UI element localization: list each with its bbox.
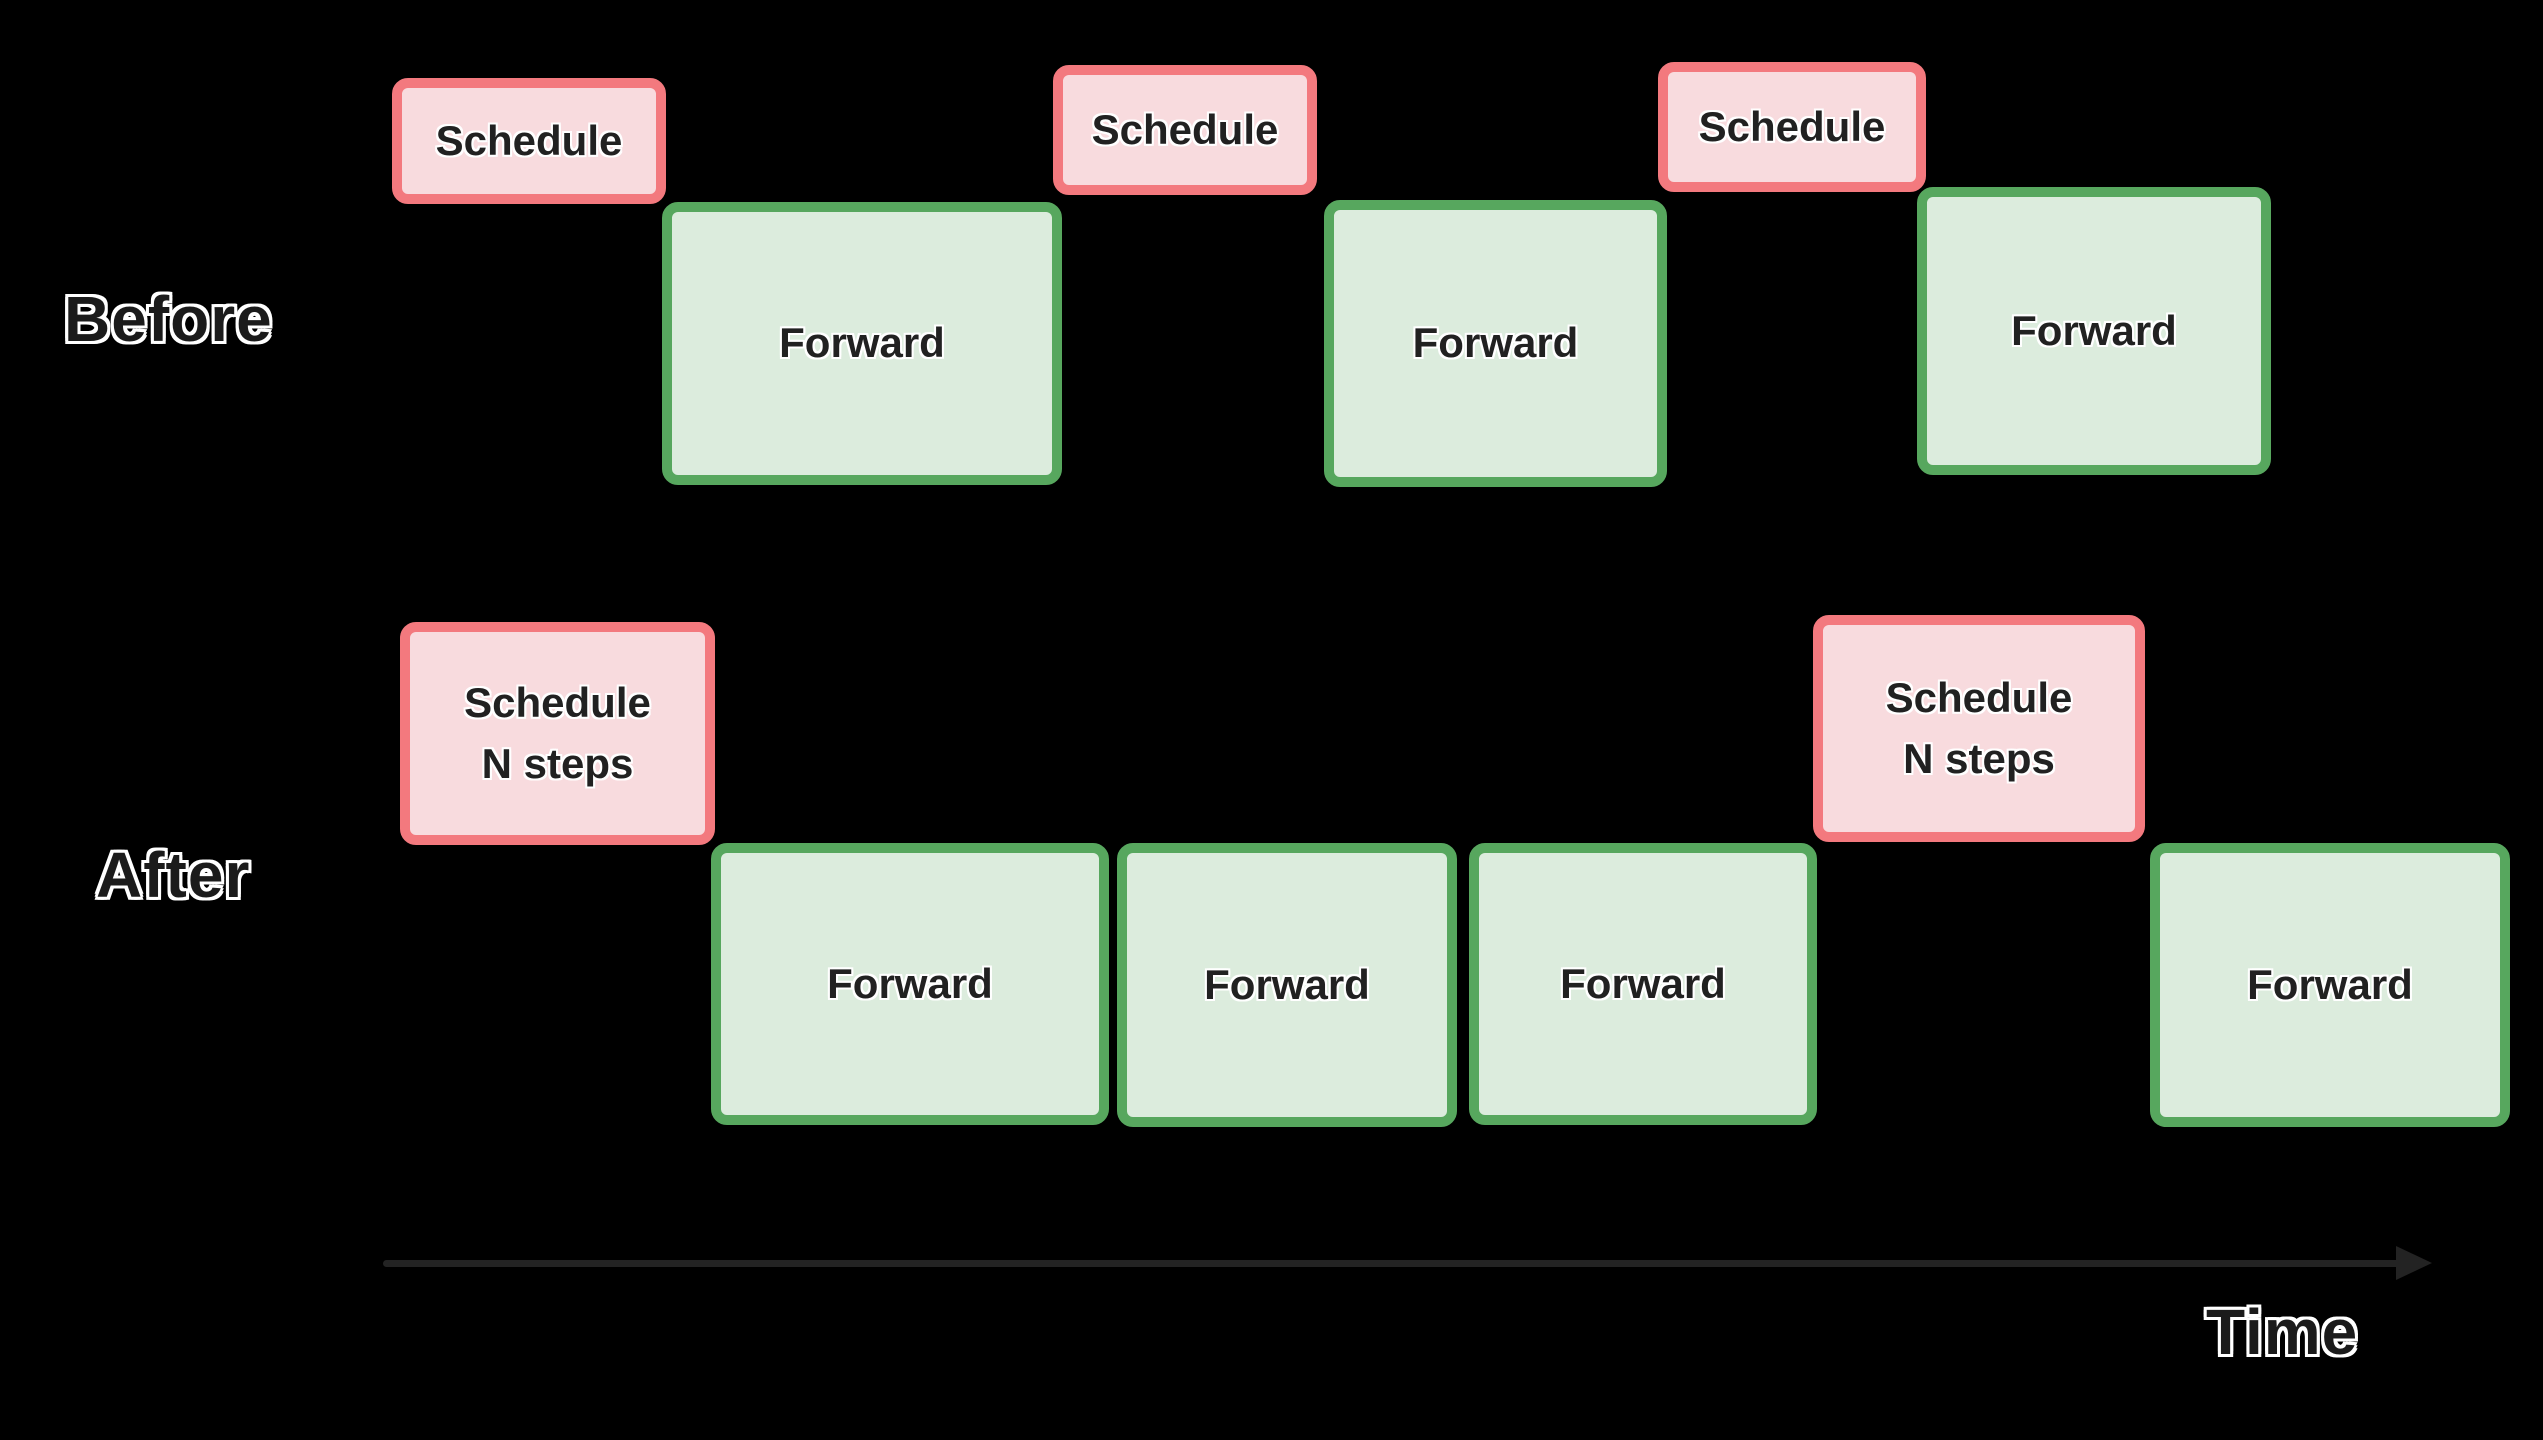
schedule-label-line2: N steps bbox=[1903, 734, 2055, 782]
forward-box-label: Forward bbox=[1560, 959, 1726, 1007]
schedule-label-line1: Schedule bbox=[464, 678, 651, 726]
forward-box-label: Forward bbox=[1412, 319, 1579, 367]
schedule-box-label: Schedule bbox=[1698, 102, 1886, 150]
before-schedule-box-3: Schedule bbox=[1658, 62, 1926, 192]
after-schedule-box-1: Schedule N steps bbox=[400, 622, 715, 845]
forward-box-label: Forward bbox=[779, 319, 945, 367]
before-forward-box-1: Forward bbox=[662, 202, 1062, 485]
schedule-label-line2: N steps bbox=[481, 739, 634, 787]
forward-box-label: Forward bbox=[1204, 960, 1370, 1008]
forward-box-label: Forward bbox=[827, 959, 993, 1007]
before-forward-box-2: Forward bbox=[1324, 200, 1667, 487]
after-forward-box-1: Forward bbox=[711, 843, 1109, 1125]
forward-box-label: Forward bbox=[2011, 306, 2177, 354]
before-forward-box-3: Forward bbox=[1917, 187, 2271, 475]
after-schedule-box-2: Schedule N steps bbox=[1813, 615, 2145, 842]
time-axis-label: Time bbox=[2206, 1296, 2359, 1368]
schedule-box-label: Schedule bbox=[435, 116, 623, 164]
after-row-label: After bbox=[96, 839, 251, 911]
before-schedule-box-2: Schedule bbox=[1053, 65, 1317, 195]
before-schedule-box-1: Schedule bbox=[392, 78, 666, 204]
after-forward-box-2: Forward bbox=[1117, 843, 1457, 1127]
schedule-n-steps-label: Schedule N steps bbox=[464, 673, 651, 795]
after-forward-box-3: Forward bbox=[1469, 843, 1817, 1125]
forward-box-label: Forward bbox=[2247, 960, 2413, 1008]
time-axis-line bbox=[383, 1260, 2403, 1267]
after-forward-box-4: Forward bbox=[2150, 843, 2510, 1127]
schedule-box-label: Schedule bbox=[1091, 105, 1279, 153]
schedule-label-line1: Schedule bbox=[1885, 673, 2073, 721]
schedule-n-steps-label: Schedule N steps bbox=[1886, 668, 2073, 790]
before-row-label: Before bbox=[64, 283, 273, 355]
right-arrow-icon bbox=[2396, 1246, 2432, 1280]
